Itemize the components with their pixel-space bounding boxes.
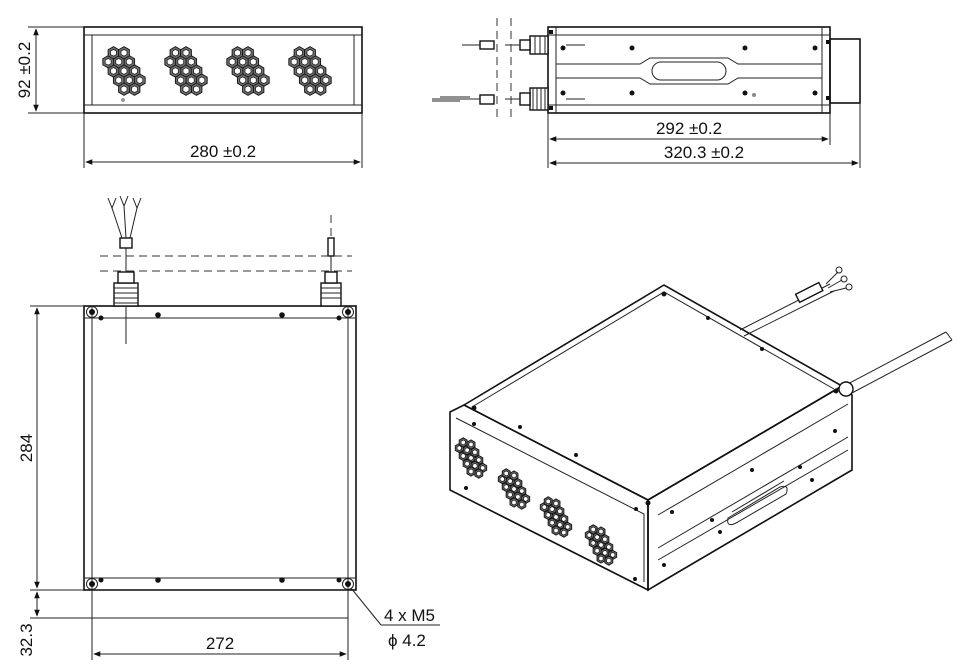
hole-note-line2: ϕ 4.2 [388,631,426,650]
hole-note-line1: 4 x M5 [384,606,435,625]
top-offset-label: 32.3 [17,623,36,656]
side-total-length-label: 320.3 ±0.2 [664,143,744,162]
top-dimensions: 284 32.3 272 4 x M5 ϕ 4.2 [17,305,440,660]
fan-grille-2 [164,46,208,96]
front-view [83,26,363,114]
front-height-label: 92 ±0.2 [15,42,34,99]
iso-fan-grille-3 [539,496,573,538]
top-depth-label: 284 [17,434,36,462]
fan-grille-4 [288,46,332,96]
iso-fan-grille-2 [497,468,531,510]
side-view [432,18,861,118]
isometric-fan-grilles [454,437,618,566]
fan-grille-1 [102,46,146,96]
front-dimensions: 92 ±0.2 280 ±0.2 [15,26,363,168]
side-dimensions: 292 ±0.2 320.3 ±0.2 [547,103,861,168]
top-view [83,195,357,619]
iso-fan-grille-4 [584,524,618,566]
isometric-view [449,266,953,592]
top-width-label: 272 [206,634,234,653]
iso-fan-grille-1 [454,437,488,479]
fan-grilles [102,46,332,96]
side-inner-length-label: 292 ±0.2 [656,119,722,138]
isometric-cables [739,266,953,397]
front-width-label: 280 ±0.2 [190,142,256,161]
fan-grille-3 [226,46,270,96]
